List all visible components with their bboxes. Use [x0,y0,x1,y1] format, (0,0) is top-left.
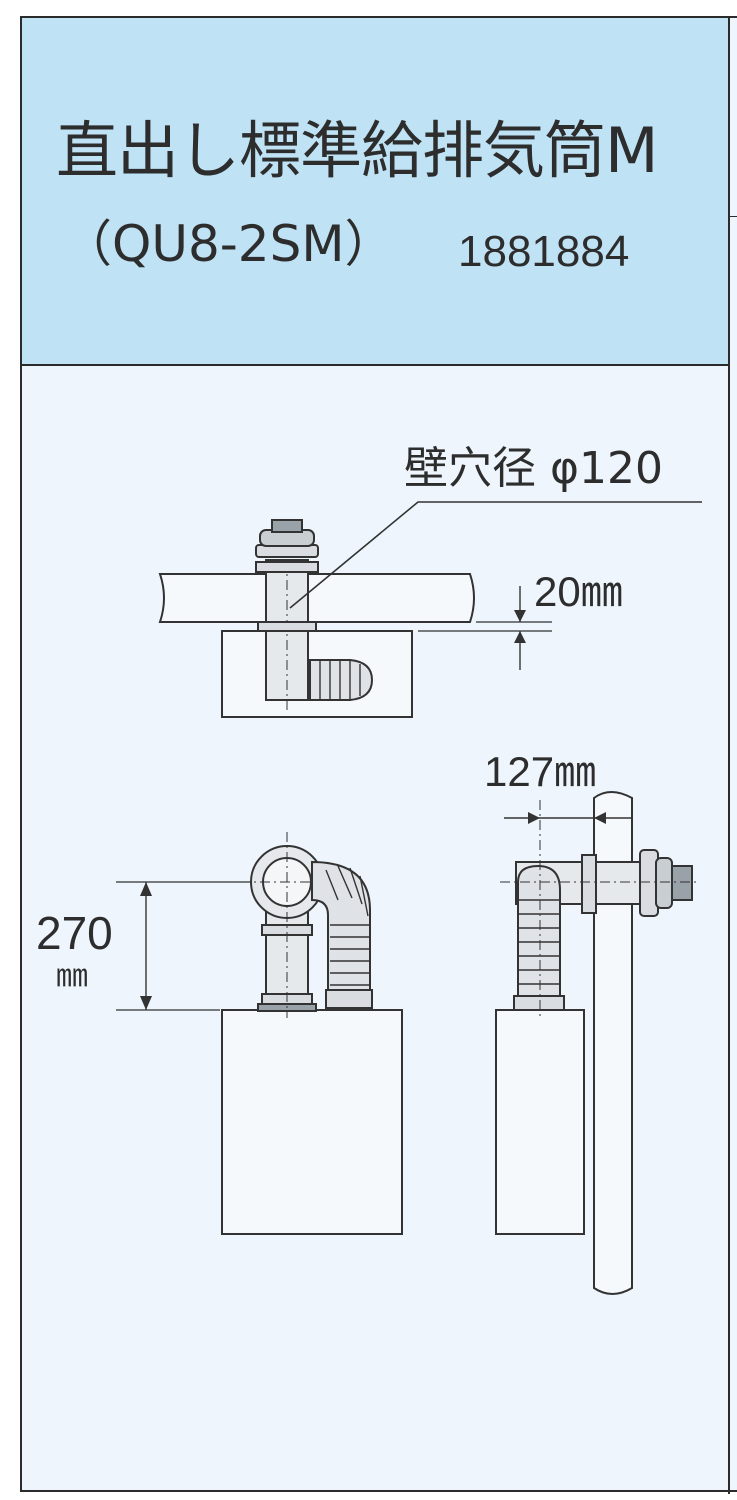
spec-card: 直出し標準給排気筒M （QU8-2SM） 1881884 [20,16,737,1494]
dim-20mm [418,586,552,670]
model-number: （QU8-2SM） [62,215,395,273]
wall-slab [158,573,475,623]
column-divider [728,18,730,1494]
product-title: 直出し標準給排気筒M [56,114,658,187]
flex-hose-front [311,860,373,1009]
leader-line [289,501,702,609]
side-view [495,791,700,1295]
heater-body-front [221,1009,403,1235]
clearance-label: 20㎜ [534,568,623,615]
row-divider-stub [730,216,737,217]
wall-hole-label: 壁穴径 φ120 [404,443,663,494]
side-wall [593,791,633,1295]
height-value-label: 270 [36,907,113,959]
dim-127mm [504,812,632,824]
card-header: 直出し標準給排気筒M （QU8-2SM） 1881884 [22,18,728,366]
heater-body-side [495,1009,585,1235]
product-code: 1881884 [458,227,630,276]
height-unit-label: ㎜ [56,957,89,993]
front-view [116,832,403,1235]
flex-hose-top [309,659,374,701]
flex-hose-side [513,864,565,1011]
top-view [158,501,702,718]
terminal-nut [271,519,303,533]
dim-270mm [116,881,250,1011]
depth-label: 127㎜ [484,748,597,795]
